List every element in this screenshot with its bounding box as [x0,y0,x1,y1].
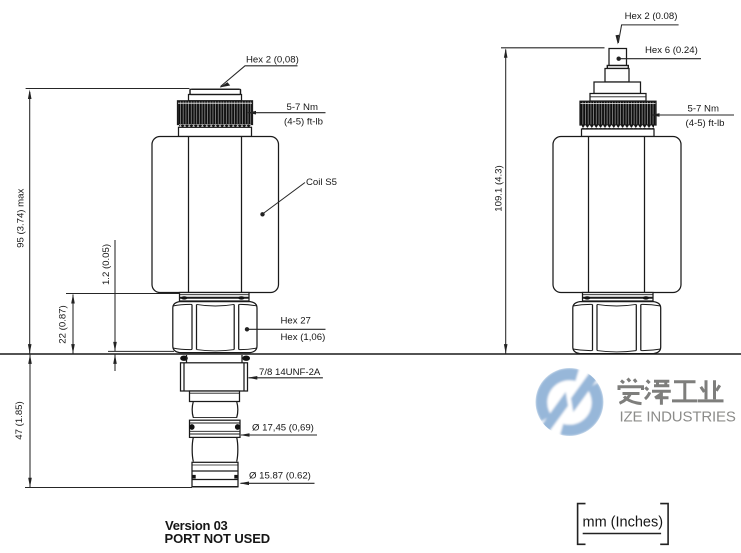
svg-text:7/8 14UNF-2A: 7/8 14UNF-2A [259,367,321,378]
svg-text:PORT NOT USED: PORT NOT USED [165,531,271,546]
svg-text:(4-5) ft-lb: (4-5) ft-lb [284,117,323,128]
svg-text:Version 03: Version 03 [165,518,228,533]
svg-text:Hex 2 (0.08): Hex 2 (0.08) [625,11,678,22]
svg-text:22 (0.87): 22 (0.87) [58,305,69,343]
svg-text:95 (3.74) max: 95 (3.74) max [16,189,27,248]
svg-text:5-7 Nm: 5-7 Nm [688,103,719,114]
svg-text:1.2 (0.05): 1.2 (0.05) [101,244,112,285]
svg-text:Hex 6 (0.24): Hex 6 (0.24) [645,45,698,56]
svg-text:(4-5) ft-lb: (4-5) ft-lb [686,118,725,129]
svg-text:Ø 17,45 (0,69): Ø 17,45 (0,69) [252,423,314,434]
svg-text:Hex 27: Hex 27 [281,316,311,327]
svg-text:Ø 15.87 (0.62): Ø 15.87 (0.62) [249,471,311,482]
svg-text:IZE INDUSTRIES: IZE INDUSTRIES [620,409,736,426]
svg-text:mm (Inches): mm (Inches) [583,515,664,531]
svg-text:Coil S5: Coil S5 [306,177,337,188]
svg-text:47 (1.85): 47 (1.85) [14,401,25,439]
svg-text:Hex (1,06): Hex (1,06) [281,332,326,343]
svg-text:109.1 (4.3): 109.1 (4.3) [494,165,505,211]
svg-text:Hex 2 (0,08): Hex 2 (0,08) [246,55,299,66]
svg-text:5-7 Nm: 5-7 Nm [287,102,318,113]
